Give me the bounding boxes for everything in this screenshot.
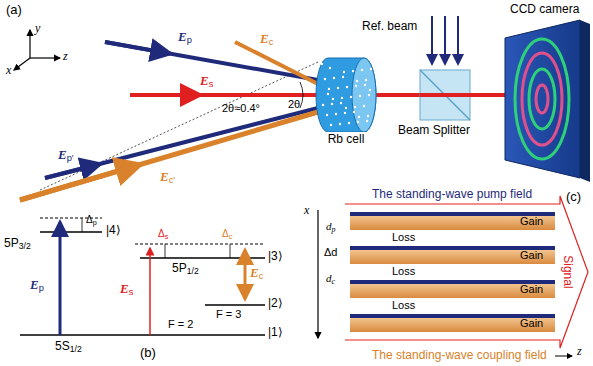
- subscript: c: [259, 271, 264, 281]
- subscript: p′: [67, 153, 74, 163]
- figure-label: y: [35, 22, 40, 36]
- figure-label: F = 3: [216, 308, 241, 321]
- figure-label: |4⟩: [106, 224, 121, 238]
- figure-label: Es: [200, 74, 213, 90]
- subscript: 3/2: [19, 241, 31, 251]
- figure-label: The standing-wave pump field: [372, 188, 532, 202]
- symbol: E: [250, 265, 259, 280]
- figure-label: 2θ≈0.4°: [222, 102, 260, 115]
- figure-label: Δd: [324, 246, 337, 259]
- symbol: E: [160, 169, 169, 184]
- figure-label: Loss: [392, 299, 415, 312]
- figure-label: Gain: [520, 283, 543, 296]
- figure-label: Ep: [178, 30, 192, 46]
- figure-label: Es: [120, 282, 133, 298]
- symbol: E: [260, 31, 269, 46]
- subscript: p: [187, 35, 192, 45]
- symbol: E: [30, 277, 39, 292]
- subscript: p: [93, 218, 97, 227]
- figure-label: x: [6, 64, 11, 78]
- figure-label: Ep′: [58, 148, 74, 164]
- figure-label: CCD camera: [510, 3, 579, 17]
- figure-label: |2⟩: [268, 297, 283, 311]
- figure-label: dp: [326, 220, 335, 234]
- figure-label: Loss: [392, 231, 415, 244]
- cell-shape: [306, 52, 386, 132]
- figure-label: Beam Splitter: [398, 124, 470, 138]
- subscript: s: [165, 232, 169, 241]
- symbol: E: [120, 281, 129, 296]
- figure-label: Loss: [392, 265, 415, 278]
- subscript: p: [332, 225, 336, 234]
- figure-label: z: [63, 50, 68, 64]
- symbol: E: [58, 147, 67, 162]
- symbol: 5P: [172, 261, 187, 275]
- subscript: p: [39, 283, 44, 293]
- cell-label: Rb cell: [306, 132, 386, 146]
- figure-label: Gain: [520, 249, 543, 262]
- figure-label: |1⟩: [268, 326, 283, 340]
- symbol: E: [178, 29, 187, 44]
- figure-label: |3⟩: [268, 250, 283, 264]
- figure-label: dc: [326, 272, 335, 286]
- subscript: 1/2: [70, 344, 82, 354]
- figure-label: Gain: [520, 215, 543, 228]
- figure-label: (b): [140, 346, 156, 361]
- figure-label: Ec: [250, 266, 263, 282]
- figure-label: F = 2: [168, 318, 193, 331]
- subscript: s: [129, 287, 134, 297]
- figure-label: 5P1/2: [172, 262, 199, 277]
- subscript: c: [269, 37, 274, 47]
- subscript: c: [229, 232, 233, 241]
- subscript: 1/2: [187, 266, 199, 276]
- figure-label: Ref. beam: [362, 20, 417, 34]
- figure-label: Signal: [560, 255, 574, 288]
- figure-label: Δp: [86, 214, 97, 227]
- symbol: Δ: [222, 228, 229, 239]
- figure-label: Ec: [260, 32, 273, 48]
- symbol: Δ: [158, 228, 165, 239]
- figure-label: (c): [566, 190, 581, 205]
- figure-label: 2θ: [288, 98, 300, 111]
- symbol: d: [326, 272, 332, 284]
- figure-label: z: [577, 345, 582, 359]
- figure-label: The standing-wave coupling field: [372, 349, 547, 363]
- symbol: 5P: [4, 236, 19, 250]
- symbol: Δ: [86, 214, 93, 225]
- figure-label: Gain: [520, 317, 543, 330]
- subscript: c: [332, 277, 336, 286]
- figure-label: Ec′: [160, 170, 175, 186]
- figure-label: Ep: [30, 278, 44, 294]
- figure-label: Δc: [222, 228, 232, 241]
- subscript: s: [209, 79, 214, 89]
- symbol: d: [326, 220, 332, 232]
- figure-label: Δs: [158, 228, 168, 241]
- vapor-cell: Rb cell: [306, 52, 386, 146]
- symbol: 5S: [55, 339, 70, 353]
- figure-label: x: [304, 204, 309, 218]
- figure-label: 5S1/2: [55, 340, 82, 355]
- figure-label: (a): [6, 3, 22, 18]
- symbol: E: [200, 73, 209, 88]
- figure-label: 5P3/2: [4, 237, 31, 252]
- subscript: c′: [169, 175, 175, 185]
